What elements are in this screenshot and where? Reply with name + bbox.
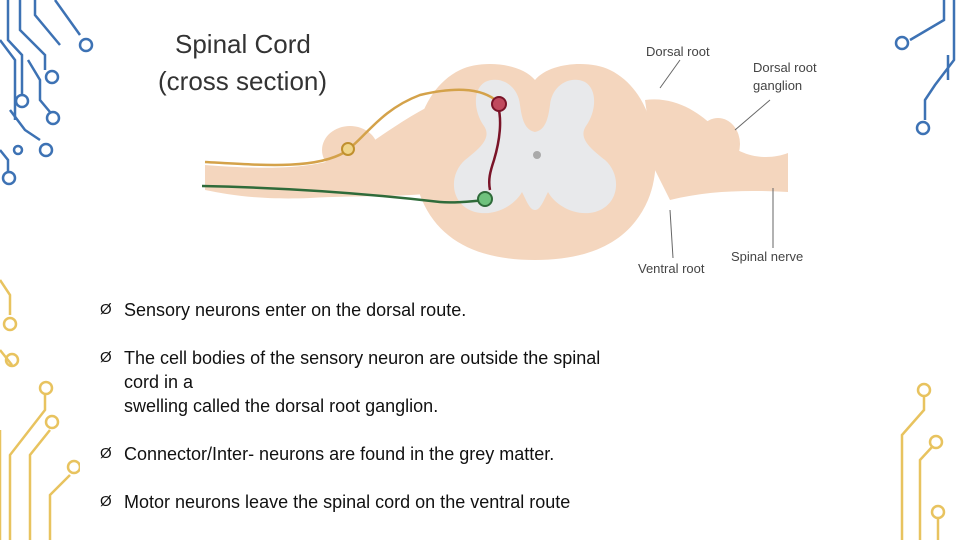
central-canal bbox=[533, 151, 541, 159]
diagram-subtitle: (cross section) bbox=[158, 66, 327, 96]
bullet-text: Sensory neurons enter on the dorsal rout… bbox=[124, 300, 467, 320]
label-ventral-root: Ventral root bbox=[638, 261, 705, 276]
bullet-arrow-icon: Ø bbox=[100, 493, 112, 510]
circuit-decoration-bottom-left bbox=[0, 279, 80, 540]
left-nerve-roots bbox=[205, 90, 480, 199]
right-dorsal-root-ganglion bbox=[696, 118, 740, 170]
bullet-text: cord in a bbox=[124, 372, 194, 392]
circuit-decoration-top-right bbox=[894, 0, 956, 136]
label-dorsal-root-ganglion-1: Dorsal root bbox=[753, 60, 817, 75]
bullet-item: Ø Motor neurons leave the spinal cord on… bbox=[100, 490, 740, 514]
motor-neuron bbox=[201, 184, 484, 204]
bullet-arrow-icon: Ø bbox=[100, 445, 112, 462]
bullet-text: Motor neurons leave the spinal cord on t… bbox=[124, 492, 571, 512]
bullet-text: The cell bodies of the sensory neuron ar… bbox=[124, 348, 601, 368]
bullet-arrow-icon: Ø bbox=[100, 301, 112, 318]
sensory-neuron bbox=[204, 88, 499, 167]
interneuron bbox=[487, 105, 502, 191]
bullet-list: Ø Sensory neurons enter on the dorsal ro… bbox=[100, 298, 740, 538]
interneuron-cell-body bbox=[491, 96, 507, 112]
bullet-item: Ø Sensory neurons enter on the dorsal ro… bbox=[100, 298, 740, 322]
bullet-item: Ø Connector/Inter- neurons are found in … bbox=[100, 442, 740, 466]
sensory-neuron-cell-body bbox=[341, 142, 355, 156]
bullet-arrow-icon: Ø bbox=[100, 349, 112, 366]
bullet-item: Ø The cell bodies of the sensory neuron … bbox=[100, 346, 740, 418]
bullet-text: swelling called the dorsal root ganglion… bbox=[124, 396, 439, 416]
label-dorsal-root-ganglion-2: ganglion bbox=[753, 78, 802, 93]
spinal-cord-diagram: Spinal Cord (cross section) Dorsal root … bbox=[158, 29, 817, 276]
bullet-text: Connector/Inter- neurons are found in th… bbox=[124, 444, 555, 464]
circuit-decoration-top-left bbox=[0, 0, 94, 186]
grey-matter bbox=[453, 79, 617, 214]
diagram-title: Spinal Cord bbox=[175, 29, 311, 59]
label-spinal-nerve: Spinal nerve bbox=[731, 249, 803, 264]
label-dorsal-root: Dorsal root bbox=[646, 44, 710, 59]
motor-neuron-cell-body bbox=[477, 191, 493, 207]
circuit-decoration-bottom-right bbox=[900, 382, 946, 540]
